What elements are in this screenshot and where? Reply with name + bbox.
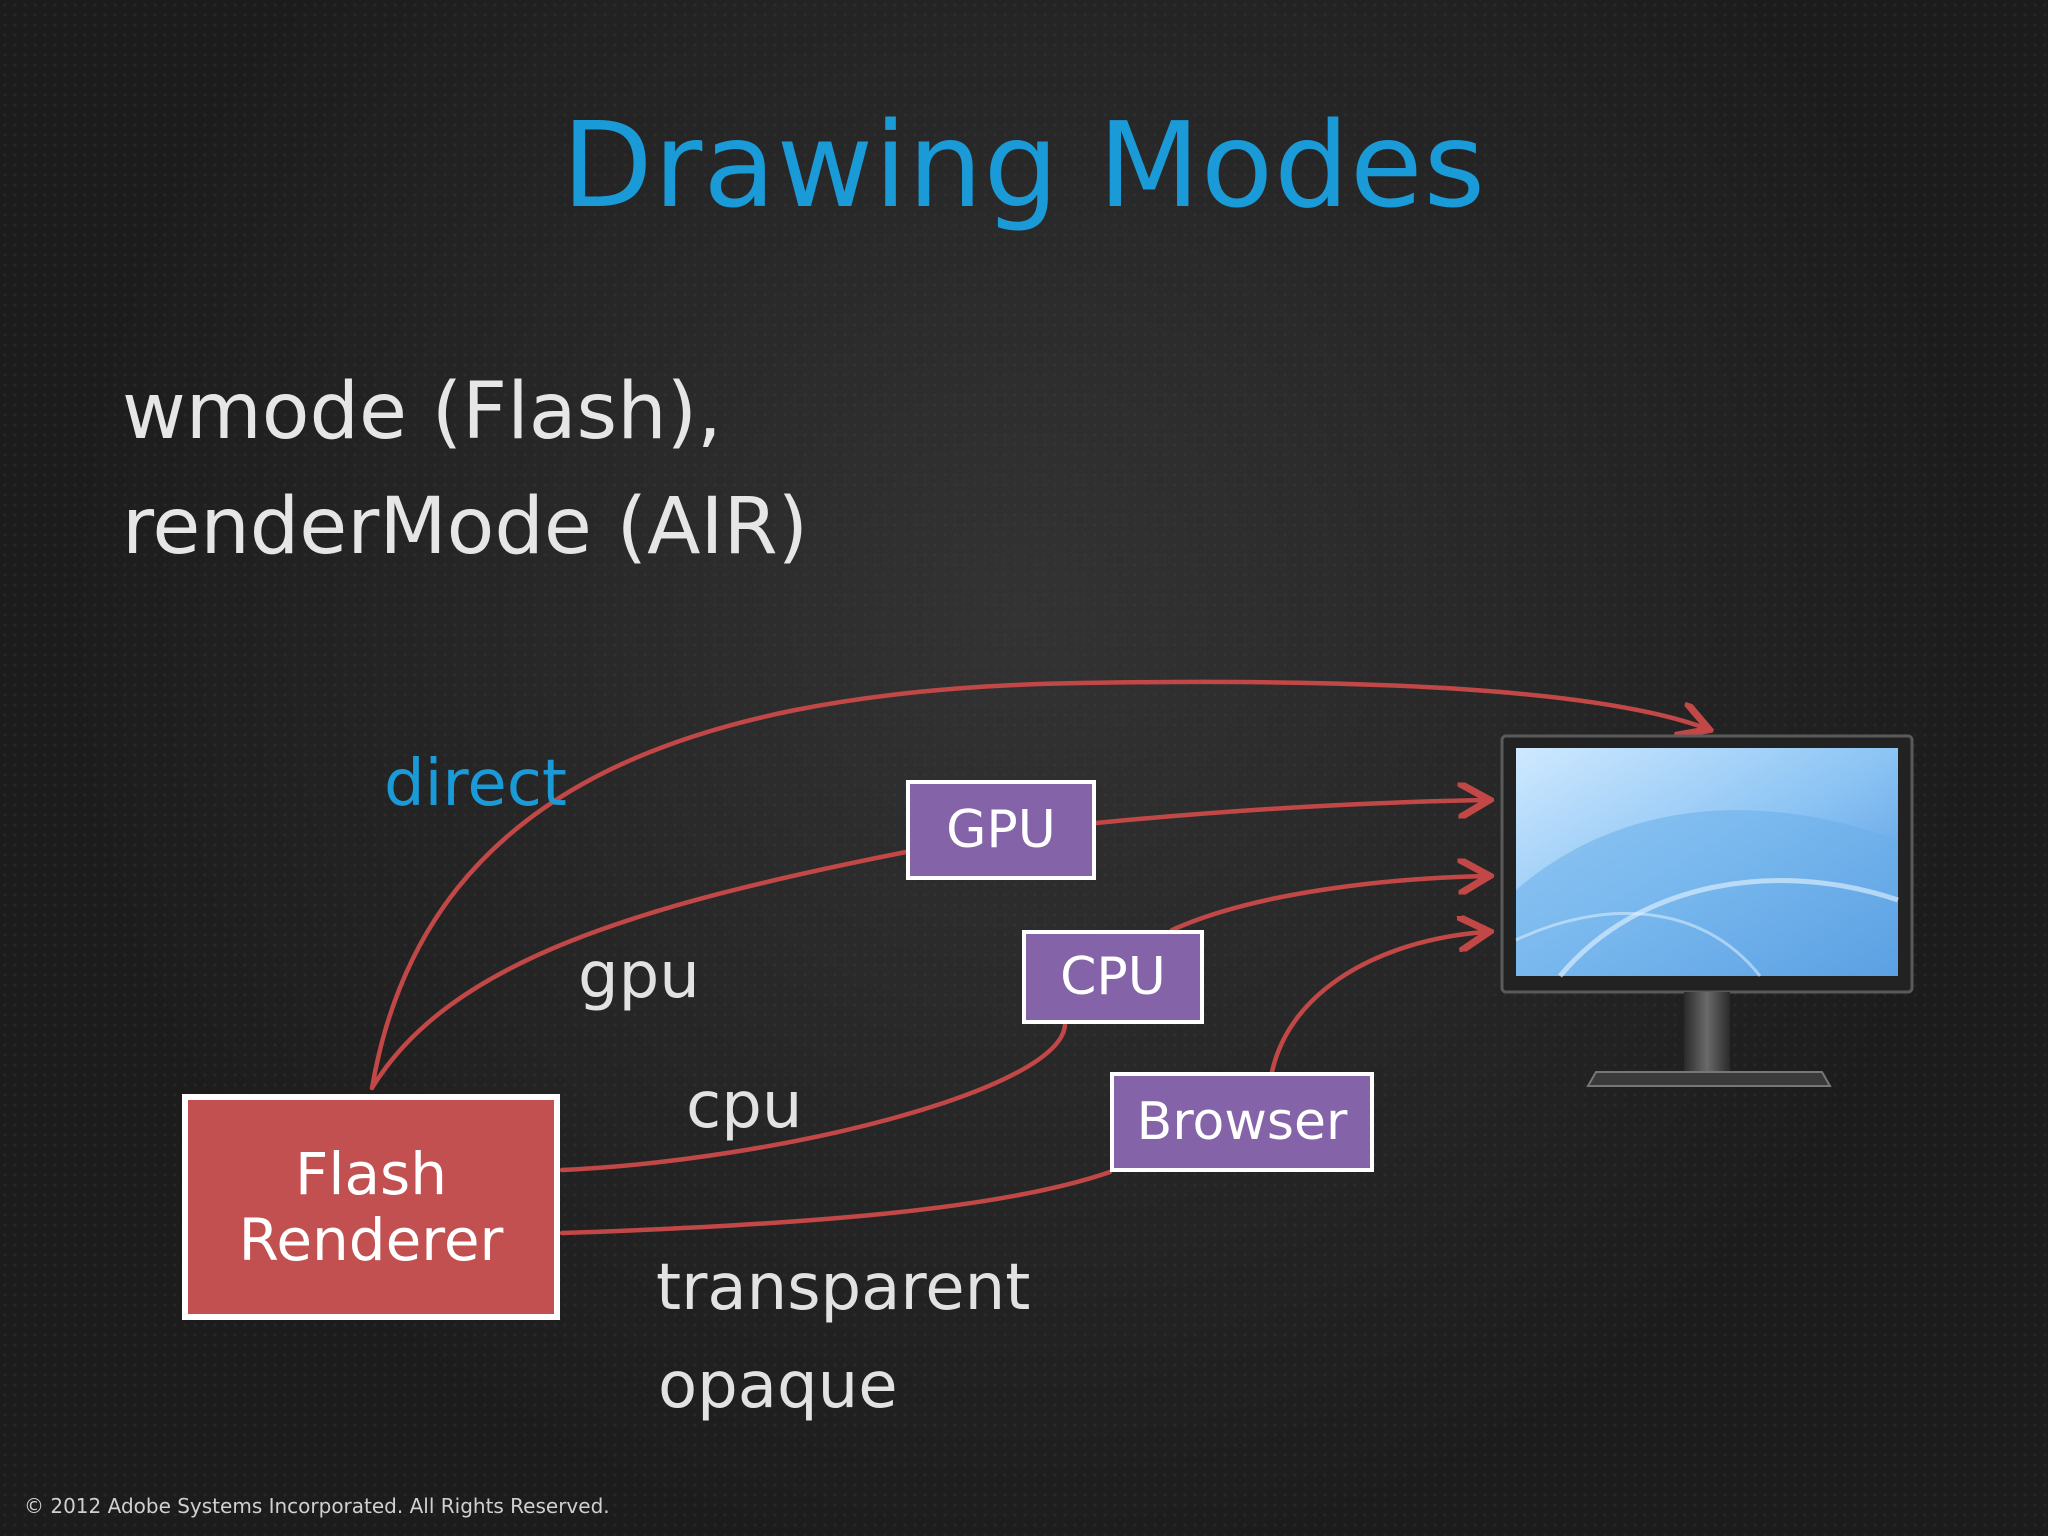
gpu-box: GPU: [906, 780, 1096, 880]
label-cpu: cpu: [686, 1069, 803, 1143]
label-opaque: opaque: [658, 1349, 898, 1423]
flash-renderer-line1: Flash: [295, 1140, 447, 1208]
flash-renderer-box: Flash Renderer: [182, 1094, 560, 1320]
arrow-renderer-to-gpu: [369, 849, 909, 1091]
arrow-renderer-to-cpu: [559, 1022, 1068, 1173]
copyright-footer: © 2012 Adobe Systems Incorporated. All R…: [24, 1494, 610, 1518]
browser-box: Browser: [1110, 1072, 1374, 1172]
slide-title: Drawing Modes: [561, 96, 1487, 234]
label-gpu: gpu: [578, 939, 700, 1013]
browser-box-label: Browser: [1136, 1092, 1348, 1152]
arrow-cpu-to-monitor: [1169, 876, 1485, 933]
label-direct: direct: [384, 747, 567, 821]
monitor-icon: [1500, 734, 1914, 1087]
arrow-renderer-to-browser: [559, 1169, 1113, 1236]
arrow-gpu-to-monitor: [1093, 800, 1485, 826]
subtitle-line-wmode: wmode (Flash),: [122, 367, 722, 457]
flash-renderer-line2: Renderer: [238, 1206, 504, 1274]
arrow-direct: [369, 679, 1705, 1091]
gpu-box-label: GPU: [946, 800, 1056, 860]
cpu-box-label: CPU: [1060, 947, 1166, 1007]
cpu-box: CPU: [1022, 930, 1204, 1024]
subtitle-line-rendermode: renderMode (AIR): [122, 482, 809, 572]
label-transparent: transparent: [656, 1251, 1031, 1325]
arrow-browser-to-monitor: [1269, 932, 1485, 1075]
